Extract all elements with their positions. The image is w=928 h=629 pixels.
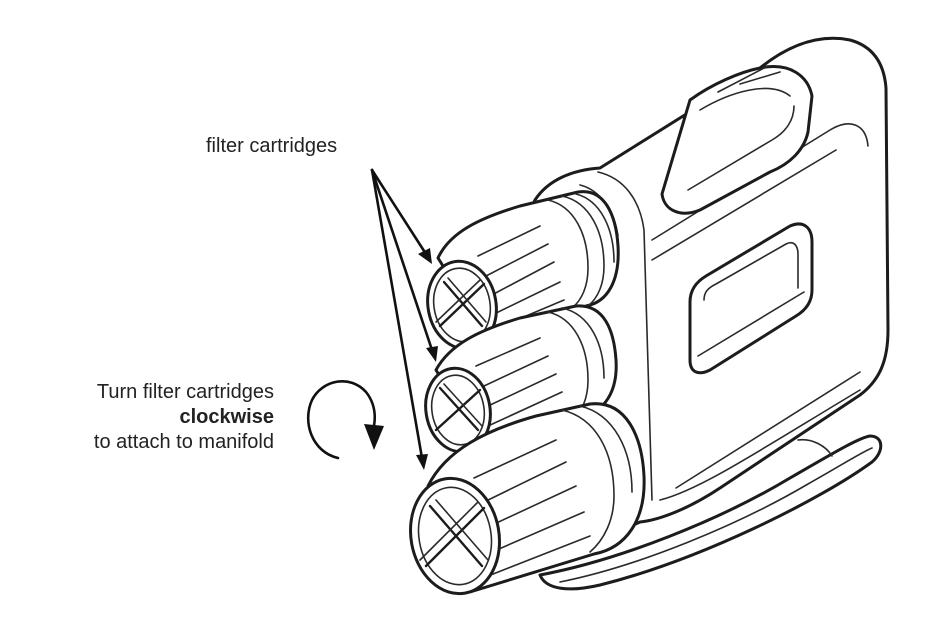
arrow-head-bottom	[416, 454, 428, 470]
instruction-line-3: to attach to manifold	[93, 431, 274, 453]
filter-cartridges-label: filter cartridges	[206, 135, 338, 157]
instruction-text: Turn filter cartridges clockwise to atta…	[94, 380, 274, 455]
arrow-to-top-cartridge	[370, 168, 428, 256]
cartridge-bottom	[409, 402, 646, 596]
callout-arrows	[370, 168, 438, 470]
arrow-head-top	[418, 248, 432, 264]
arrow-to-bottom-cartridge	[370, 168, 424, 460]
instruction-line-clockwise: clockwise	[179, 406, 274, 428]
arrow-to-middle-cartridge	[370, 168, 434, 352]
instruction-line-1: Turn filter cartridges	[96, 381, 274, 403]
arrow-head-middle	[426, 346, 438, 362]
clockwise-rotation-icon	[306, 380, 384, 460]
cartridge-top	[426, 190, 620, 351]
